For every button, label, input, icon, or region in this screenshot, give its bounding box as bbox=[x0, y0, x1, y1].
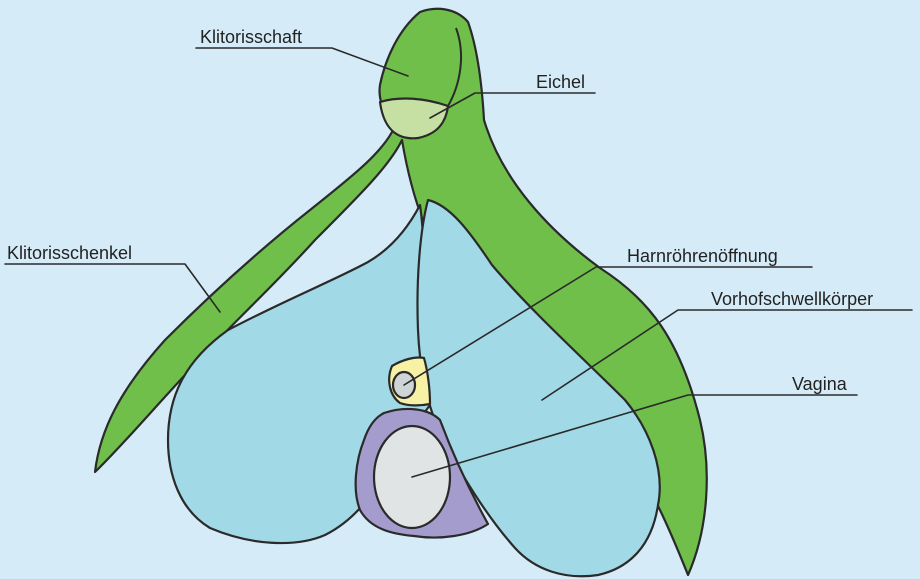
label-vagina: Vagina bbox=[792, 374, 848, 394]
label-eichel: Eichel bbox=[536, 72, 585, 92]
label-klitorisschenkel: Klitorisschenkel bbox=[7, 243, 132, 263]
leader-klitorisschenkel bbox=[5, 264, 220, 312]
label-vorhofschwellkoerper: Vorhofschwellkörper bbox=[711, 289, 873, 309]
label-harnroehrenoeffnung: Harnröhrenöffnung bbox=[627, 246, 778, 266]
label-klitorisschaft: Klitorisschaft bbox=[200, 27, 302, 47]
leader-klitorisschaft bbox=[196, 48, 408, 76]
